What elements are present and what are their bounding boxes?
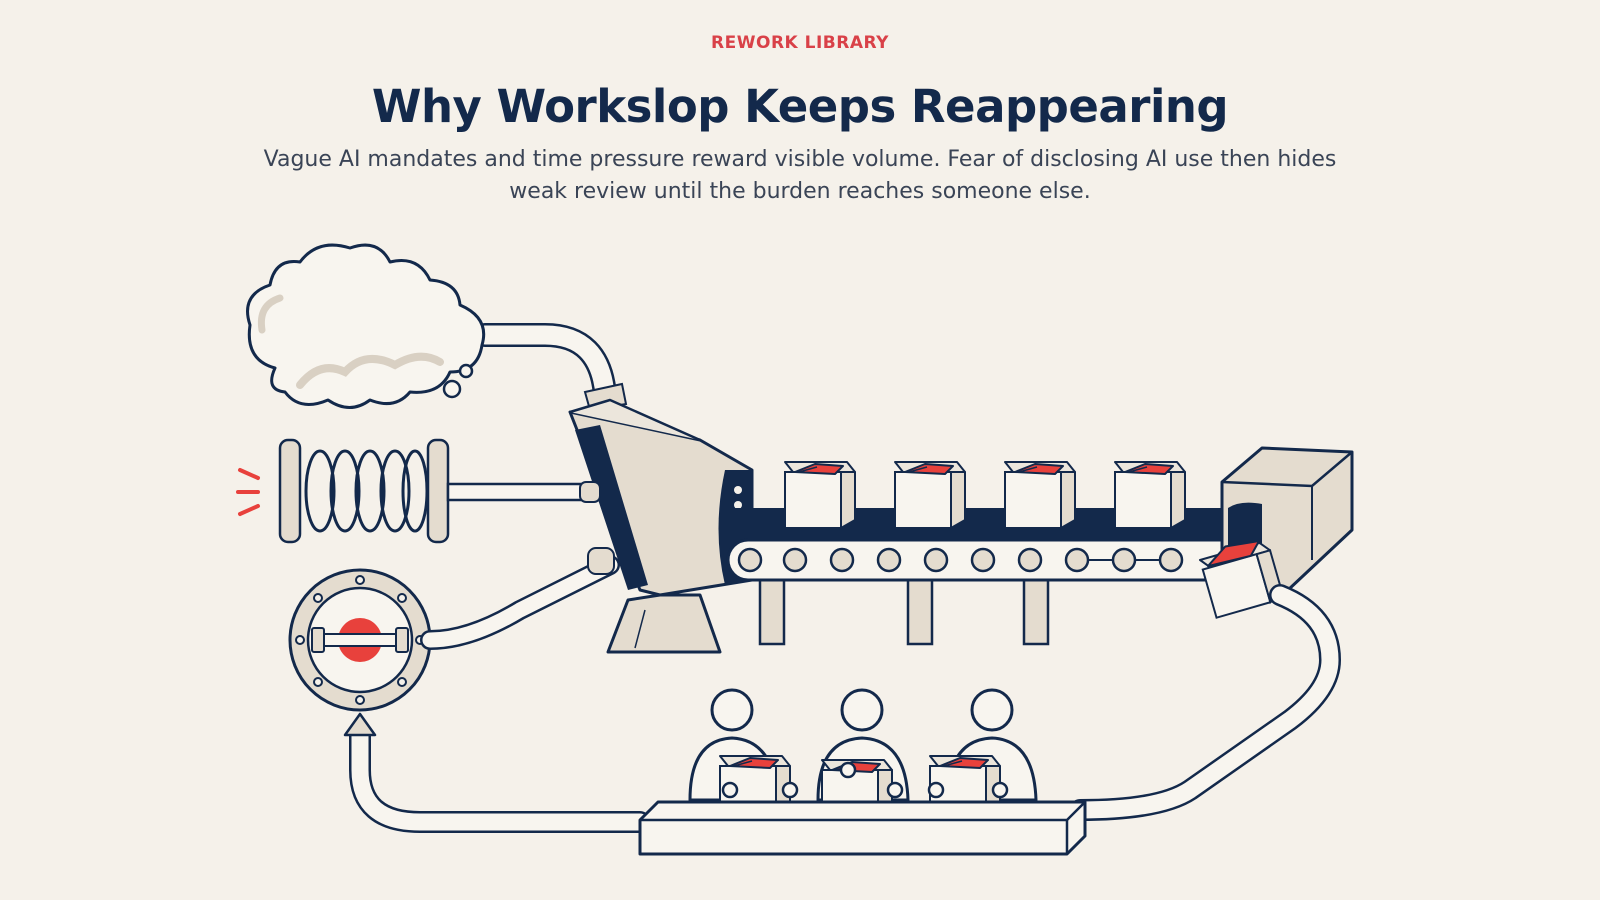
kicker-label: REWORK LIBRARY [711,33,889,53]
return-pipe [343,584,1342,833]
conveyor-box [1114,461,1186,529]
valve-pipe [420,547,620,650]
conveyor-box [1004,461,1076,529]
workslop-machine-illustration [236,243,1354,856]
conveyor-box [894,461,966,529]
worker-hands [721,761,1009,799]
conveyor-box [784,461,856,529]
page-subtitle: Vague AI mandates and time pressure rewa… [263,147,1337,204]
compression-spring-icon [236,438,600,544]
workbench [638,800,1087,856]
ai-output-machine [568,398,754,654]
cloud-pipe [473,323,628,412]
thought-cloud-icon [246,243,486,409]
pressure-valve-icon [288,568,432,712]
page-title: Why Workslop Keeps Reappearing [371,80,1229,133]
